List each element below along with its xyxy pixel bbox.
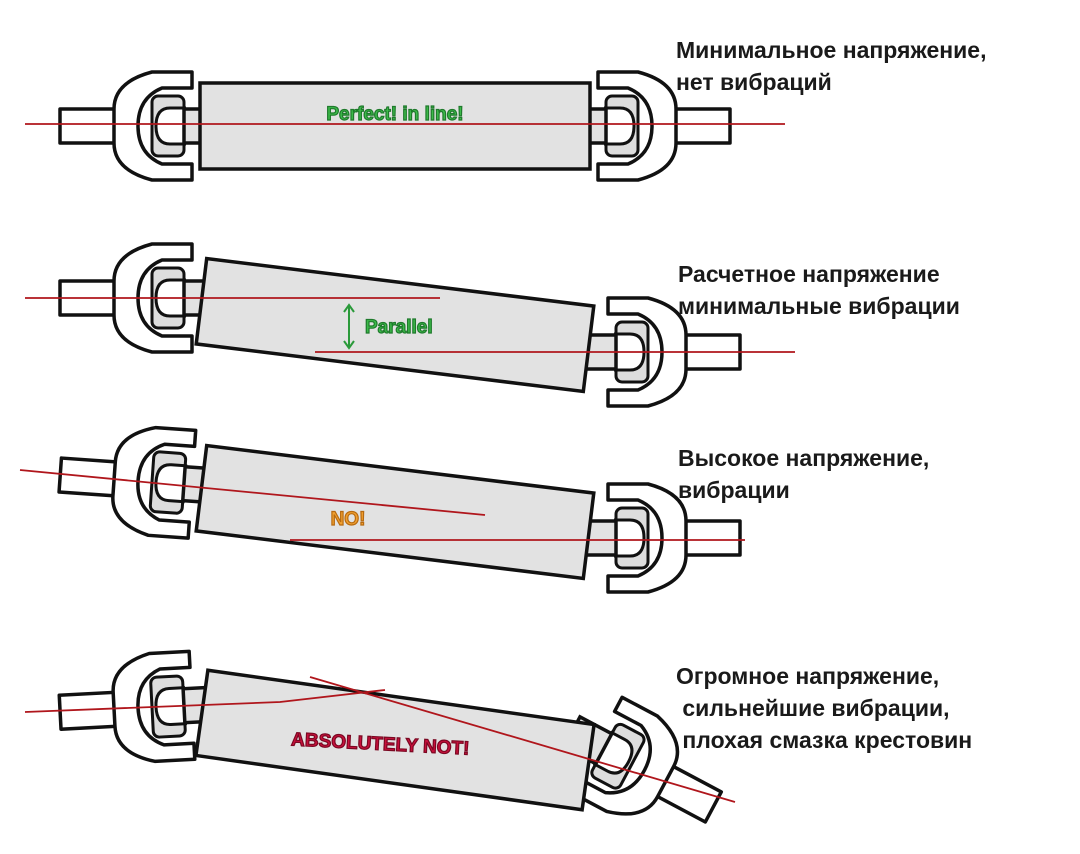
diagram-label: NO! [331, 509, 366, 530]
shaft-tube [193, 668, 597, 812]
caption-line: Огромное напряжение, [676, 663, 940, 689]
caption-line: Минимальное напряжение, [676, 37, 987, 63]
caption-row-3: Высокое напряжение, вибрации [678, 442, 929, 506]
caption-line: сильнейшие вибрации, [676, 695, 950, 721]
caption-line: минимальные вибрации [678, 293, 960, 319]
axis-line-input [19, 469, 486, 516]
caption-line: Расчетное напряжение [678, 261, 940, 287]
parallel-arrow-icon [343, 303, 355, 350]
shaft-assembly-parallel: Parallel [25, 242, 795, 408]
caption-line: вибрации [678, 477, 790, 503]
diagram-label: Perfect! in line! [326, 104, 463, 125]
caption-row-4: Огромное напряжение, сильнейшие вибрации… [676, 660, 972, 756]
caption-line: Высокое напряжение, [678, 445, 930, 471]
caption-line: плохая смазка крестовин [676, 727, 973, 753]
axis-line-output [309, 676, 736, 803]
shaft-assembly-severely-misaligned: ABSOLUTELY NOT! [24, 648, 741, 854]
axis-line-input [24, 689, 386, 713]
diagram-label: Parallel [365, 317, 433, 338]
shaft-assembly-aligned: Perfect! in line! [25, 70, 785, 182]
shaft-tube [194, 443, 596, 581]
shaft-tube [198, 81, 592, 171]
caption-row-1: Минимальное напряжение, нет вибраций [676, 34, 986, 98]
caption-line: нет вибраций [676, 69, 832, 95]
shaft-assembly-misaligned: NO! [19, 419, 745, 594]
left-yoke [58, 70, 222, 182]
caption-row-2: Расчетное напряжение минимальные вибрации [678, 258, 960, 322]
shaft-tube [194, 256, 596, 394]
